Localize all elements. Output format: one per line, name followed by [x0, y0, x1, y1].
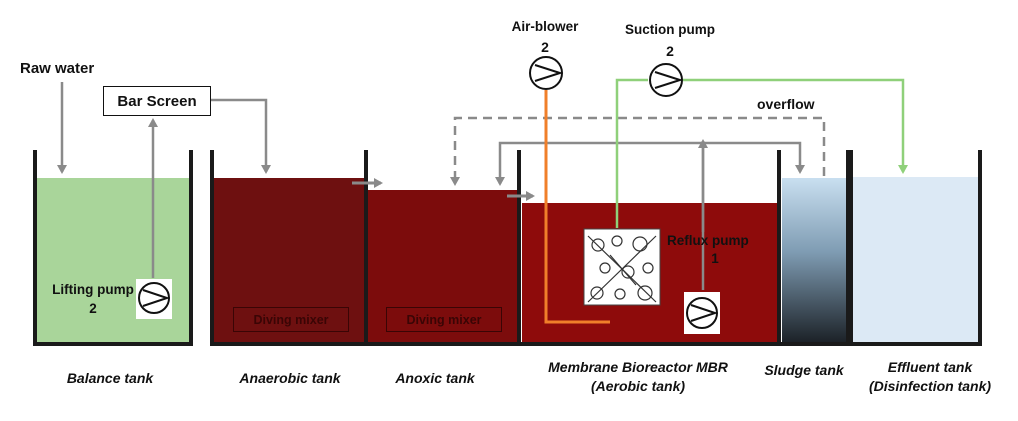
anoxic-tank-water — [368, 190, 517, 342]
raw-water-label: Raw water — [20, 60, 95, 77]
air-line — [544, 90, 610, 324]
diving-mixer-label: Diving mixer — [406, 312, 482, 327]
balance-tank-caption: Balance tank — [66, 370, 154, 386]
suction-line — [615, 78, 648, 228]
anoxic-tank-caption: Anoxic tank — [395, 370, 475, 386]
diving-mixer-anaerobic: Diving mixer — [233, 307, 349, 332]
mbr-tank-caption-line1: Membrane Bioreactor MBR — [548, 359, 728, 375]
diving-mixer-label: Diving mixer — [253, 312, 329, 327]
lifting-pump-label: Lifting pump — [52, 282, 134, 297]
lifting-pump-icon — [136, 279, 172, 319]
bar-screen-box: Bar Screen — [103, 86, 211, 116]
effluent-tank-water — [853, 177, 978, 342]
tank-walls — [33, 150, 982, 346]
lifting-pump-count: 2 — [89, 301, 97, 316]
overflow-line — [450, 116, 826, 186]
overflow-label: overflow — [757, 96, 815, 112]
suction-pump-count: 2 — [666, 43, 674, 59]
sludge-tank-caption: Sludge tank — [764, 362, 844, 378]
effluent-tank-caption-line1: Effluent tank — [887, 359, 973, 375]
sludge-tank-water — [782, 178, 846, 342]
air-blower-count: 2 — [541, 39, 549, 55]
air-blower-label: Air-blower — [511, 19, 579, 34]
membrane-module — [583, 228, 661, 306]
bar-screen-label: Bar Screen — [117, 92, 197, 110]
effluent-tank-caption-line2: (Disinfection tank) — [868, 378, 992, 394]
suction-pump-label: Suction pump — [625, 22, 715, 37]
screen-to-anaerobic-line — [211, 98, 271, 174]
reflux-pump-label: Reflux pump — [667, 233, 749, 248]
air-blower-icon — [529, 56, 564, 90]
diving-mixer-anoxic: Diving mixer — [386, 307, 502, 332]
sludge-line — [703, 141, 805, 174]
mbr-tank-caption-line2: (Aerobic tank) — [590, 378, 686, 394]
effluent-line — [683, 78, 908, 174]
suction-pump-icon — [649, 63, 684, 97]
anaerobic-tank-water — [214, 178, 364, 342]
anaerobic-tank-caption: Anaerobic tank — [239, 370, 341, 386]
reflux-pump-icon — [684, 292, 720, 334]
reflux-pump-count: 1 — [711, 251, 719, 266]
